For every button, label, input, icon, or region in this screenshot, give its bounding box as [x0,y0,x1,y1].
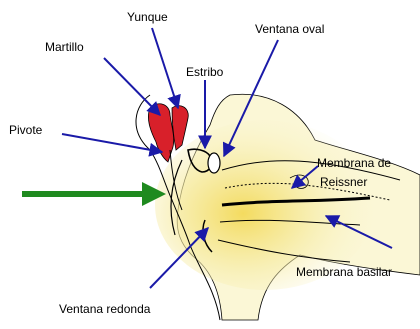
label-ventana-redonda: Ventana redonda [59,303,150,316]
label-membrana-basilar: Membrana basilar [296,266,392,279]
label-pivote: Pivote [9,124,42,137]
label-yunque: Yunque [127,11,168,24]
pointer-martillo [104,58,160,115]
label-membrana-reissner-line1: Membrana de [317,157,391,170]
label-ventana-oval: Ventana oval [255,23,324,36]
label-martillo: Martillo [45,41,84,54]
sound-input-arrow [22,182,166,206]
pointer-pivote [62,134,162,152]
pointer-yunque [152,28,178,108]
label-membrana-reissner-line2: Reissner [320,176,367,189]
label-estribo: Estribo [186,66,223,79]
oval-window [208,153,220,173]
incus [172,106,188,150]
